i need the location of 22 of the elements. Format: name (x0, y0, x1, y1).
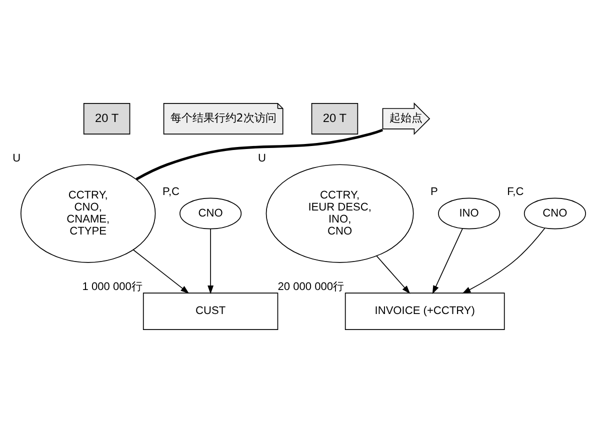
node-label: 1 000 000行 (82, 280, 142, 293)
node-box: CUST (142, 292, 278, 330)
node-ellipse: CCTRY, CNO, CNAME, CTYPE (20, 164, 156, 263)
arrow (376, 256, 410, 294)
arrow (432, 228, 463, 294)
node-ellipse: CNO (180, 198, 242, 230)
node-ellipse: CNO (524, 198, 586, 230)
node-label: P,C (162, 186, 180, 198)
node-label: 20 000 000行 (278, 280, 344, 293)
node-label: F,C (507, 186, 524, 198)
node-box: INVOICE (+CCTRY) (344, 292, 505, 330)
connector (136, 128, 384, 180)
arrow (132, 249, 190, 294)
node-ellipse: INO (438, 198, 500, 230)
node-label: U (12, 152, 21, 165)
node-label: U (258, 152, 266, 165)
node-box: 20 T (311, 102, 358, 134)
arrow (208, 228, 214, 294)
node-box: 20 T (83, 102, 130, 134)
arrow (462, 228, 546, 294)
node-ellipse: CCTRY, IEUR DESC, INO, CNO (266, 164, 414, 263)
node-label: P (430, 186, 438, 198)
